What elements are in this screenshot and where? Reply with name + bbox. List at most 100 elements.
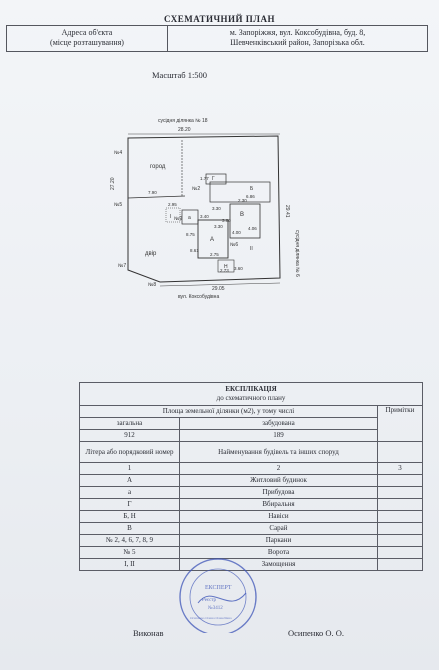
row-letter: № 2, 4, 6, 7, 8, 9: [79, 534, 180, 547]
garden-label: город: [150, 164, 166, 170]
house-a: [197, 219, 229, 259]
signature-label: Виконав: [133, 628, 164, 638]
stamp-inner-ring: [189, 568, 247, 626]
dim-5: 3.40: [200, 214, 209, 219]
garden-fence: [127, 195, 186, 199]
paving-1: [165, 207, 181, 223]
row-notes: [376, 486, 424, 499]
stamp-sub: Осипенко Олена Олексіївна: [190, 616, 232, 620]
row-letter: Б, Н: [79, 510, 180, 523]
fence-6-label: №6: [230, 242, 238, 248]
dim-3: 2.95: [168, 202, 177, 207]
fence-8-label: №8: [148, 282, 156, 288]
shed-b: [209, 181, 271, 203]
explication-title: ЕКСПЛІКАЦІЯ: [225, 385, 277, 393]
signature-scribble: [197, 592, 247, 604]
signature-name: Осипенко О. О.: [288, 628, 345, 638]
canopy-n: [217, 259, 235, 273]
scale-label: Масштаб 1:500: [152, 70, 208, 80]
address-label-cell: Адреса об'єкта (місце розташування): [7, 26, 168, 51]
row-notes: [376, 474, 424, 487]
address-label-line1: Адреса об'єкта: [61, 28, 113, 37]
row-name: Сарай: [179, 522, 378, 535]
fence-9-label: №9: [174, 216, 182, 222]
row-notes: [376, 510, 424, 523]
fence-7-label: №7: [118, 263, 126, 269]
dim-14: 1.77: [200, 176, 209, 181]
street-label: вул. Коксобудівна: [178, 294, 219, 300]
row-letter: В: [79, 522, 180, 535]
row-name: Вбиральня: [179, 498, 378, 511]
label-n: Н: [224, 264, 228, 270]
area-header: Площа земельної ділянки (м2), у тому чис…: [79, 405, 378, 418]
dim-1: 7.90: [148, 190, 157, 195]
stamp-top-text: ЕКСПЕРТ: [205, 585, 232, 591]
col-built-header: забудована: [179, 417, 378, 430]
stamp-number: №3412: [208, 605, 223, 611]
toilet-g: [205, 173, 227, 185]
dim-9: 3.80: [222, 218, 231, 223]
width-bottom-dim: 29.05: [212, 286, 225, 292]
dim-11: 2.75: [210, 252, 219, 257]
row-letter: А: [79, 474, 180, 487]
col-num-1: 1: [79, 462, 180, 475]
stamp-line: Реєстр: [202, 598, 217, 603]
row-notes: [376, 534, 424, 547]
row-name: Прибудова: [179, 486, 378, 499]
address-value-cell: м. Запоріжжя, вул. Коксобудівна, буд. 8,…: [168, 26, 427, 51]
col-total-header: загальна: [79, 417, 180, 430]
explication-subtitle: до схематичного плану: [216, 394, 286, 402]
row-name: Паркани: [179, 534, 378, 547]
row-letter: Г: [79, 498, 180, 511]
row-letter: а: [79, 486, 180, 499]
plot-boundary: [127, 135, 281, 283]
fence-2-label: №2: [192, 186, 200, 192]
row-letter: І, ІІ: [79, 558, 180, 571]
dim-2: 6.86: [246, 194, 255, 199]
dim-10: 4.06: [248, 226, 257, 231]
label-a: А: [210, 237, 214, 243]
site-plan: сусідня ділянка № 18 28.20 27.20 29.41 с…: [110, 118, 300, 300]
row-notes: [376, 546, 424, 559]
address-value-line1: м. Запоріжжя, вул. Коксобудівна, буд. 8,: [229, 28, 366, 37]
label-paving-2: ІІ: [250, 246, 253, 252]
explication-title-cell: ЕКСПЛІКАЦІЯ до схематичного плану: [79, 382, 423, 406]
col-name-header: Найменування будівель та інших споруд: [179, 441, 378, 463]
row-name: Житловий будинок: [179, 474, 378, 487]
width-top-dim: 28.20: [178, 127, 191, 133]
height-left-dim: 27.20: [110, 177, 116, 190]
dim-7: 8.61: [190, 248, 199, 253]
total-area-value: 912: [79, 429, 180, 442]
row-notes: [376, 498, 424, 511]
dim-12: 4.00: [232, 230, 241, 235]
label-g: Г: [212, 176, 215, 182]
address-label-line2: (місце розташування): [50, 38, 124, 47]
dim-16: 3.30: [214, 224, 223, 229]
label-v: В: [240, 212, 244, 218]
height-right-dim: 29.41: [284, 205, 290, 218]
row-letter: № 5: [79, 546, 180, 559]
row-notes: [376, 558, 424, 571]
fence-5-label: №5: [114, 202, 122, 208]
right-neighbor-label: сусідня ділянка № 6: [294, 230, 300, 277]
col-notes-spacer: [376, 441, 424, 463]
page-title: СХЕМАТИЧНИЙ ПЛАН: [163, 14, 276, 24]
label-b: Б: [250, 186, 254, 192]
notes-header: Примітки: [376, 405, 424, 442]
dim-15: 2.73: [220, 268, 229, 273]
dim-6: 8.75: [186, 232, 195, 237]
col-num-3: 3: [376, 462, 424, 475]
label-annex: а: [188, 215, 191, 221]
top-neighbor-label: сусідня ділянка № 18: [158, 118, 208, 124]
barn-v: [229, 203, 261, 239]
col-num-2: 2: [179, 462, 378, 475]
explication-table: ЕКСПЛІКАЦІЯ до схематичного плану Площа …: [79, 382, 424, 571]
